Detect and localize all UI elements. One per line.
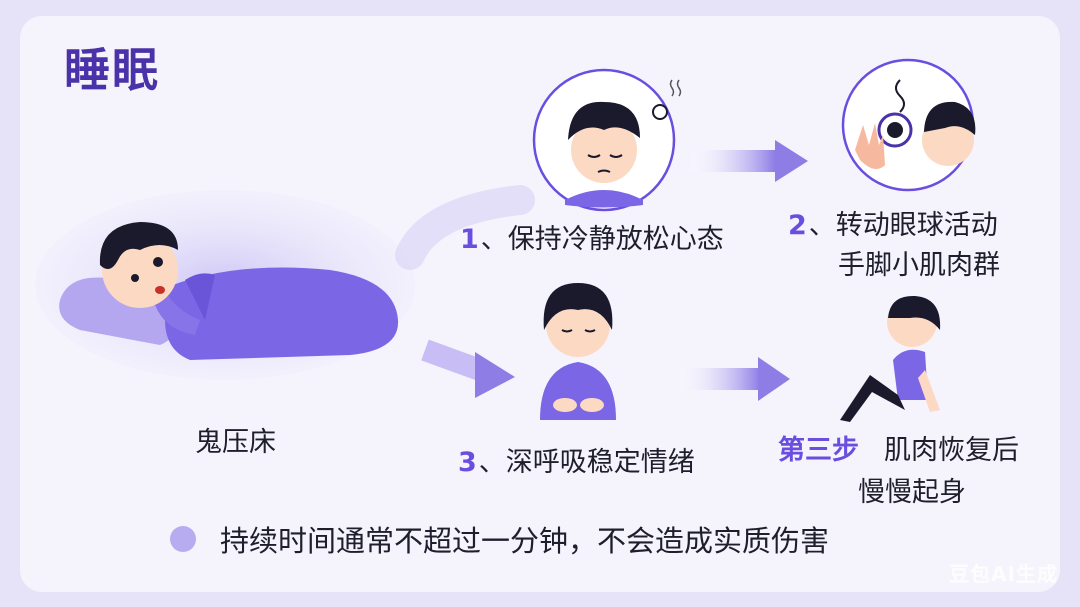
step2-text: 、转动眼球活动: [808, 210, 998, 241]
bullet-icon: [170, 526, 196, 552]
step1-illustration: [532, 68, 682, 212]
step2-label: 2、转动眼球活动: [788, 203, 998, 242]
page-title: 睡眠: [64, 43, 160, 97]
step1-number: 1: [460, 224, 479, 255]
step2-label-line2: 手脚小肌肉群: [838, 250, 1000, 281]
step1-text: 、保持冷静放松心态: [480, 224, 724, 255]
flow-arrows: [395, 140, 808, 401]
step2-illustration: [841, 58, 976, 192]
step4-step-word: 第三步: [778, 435, 859, 466]
step3-label: 3、深呼吸稳定情绪: [458, 440, 695, 479]
step4-illustration: [840, 295, 941, 422]
main-label: 鬼压床: [195, 427, 276, 458]
step1-label: 1、保持冷静放松心态: [460, 217, 724, 256]
watermark: 豆包AI生成: [949, 562, 1058, 586]
step4-label-line2: 慢慢起身: [858, 477, 966, 508]
step3-text: 、深呼吸稳定情绪: [478, 447, 695, 478]
note-text: 持续时间通常不超过一分钟，不会造成实质伤害: [220, 524, 830, 558]
step4-label: 肌肉恢复后: [884, 435, 1019, 466]
step3-illustration: [540, 283, 616, 420]
step2-number: 2: [788, 210, 807, 241]
sleeping-person-illustration: [35, 190, 415, 380]
step3-number: 3: [458, 447, 477, 478]
